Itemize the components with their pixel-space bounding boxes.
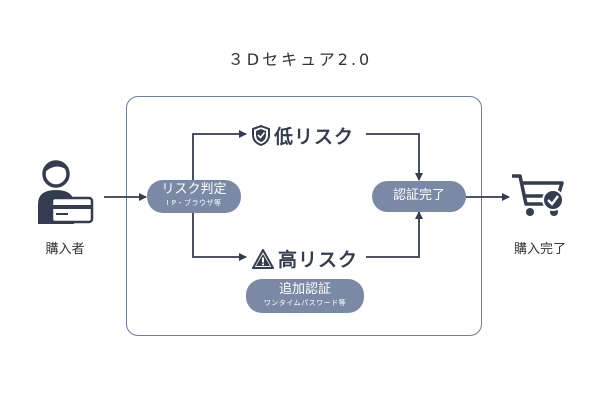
low-risk-node: 低リスク (252, 122, 354, 149)
shield-check-icon (252, 125, 270, 146)
arrow-risk-to-low (192, 130, 247, 180)
risk-check-label: リスク判定 (161, 182, 227, 197)
buyer-label: 購入者 (45, 242, 85, 257)
auth-flow-container (126, 96, 482, 336)
low-risk-label: 低リスク (274, 126, 355, 148)
arrow-risk-to-high (192, 212, 247, 261)
cart-check-icon (512, 174, 564, 216)
risk-check-sub: I P・ブラウザ等 (166, 199, 222, 207)
arrow-low-to-complete (366, 133, 423, 181)
extra-auth-node: 追加認証 ワンタイムパスワード等 (246, 279, 364, 313)
diagram-title: ３Dセキュア2.0 (227, 50, 373, 69)
extra-auth-sub: ワンタイムパスワード等 (263, 299, 347, 307)
extra-auth-label: 追加認証 (278, 282, 331, 297)
purchase-complete-label: 購入完了 (513, 242, 566, 257)
arrow-high-to-complete (366, 211, 423, 258)
auth-complete-label: 認証完了 (392, 188, 445, 203)
high-risk-label: 高リスク (278, 249, 359, 271)
buyer-with-card-icon (38, 160, 94, 224)
warning-triangle-icon (252, 248, 274, 269)
auth-complete-node: 認証完了 (372, 181, 466, 212)
risk-check-node: リスク判定 I P・ブラウザ等 (147, 180, 241, 213)
high-risk-node: 高リスク (252, 245, 358, 272)
